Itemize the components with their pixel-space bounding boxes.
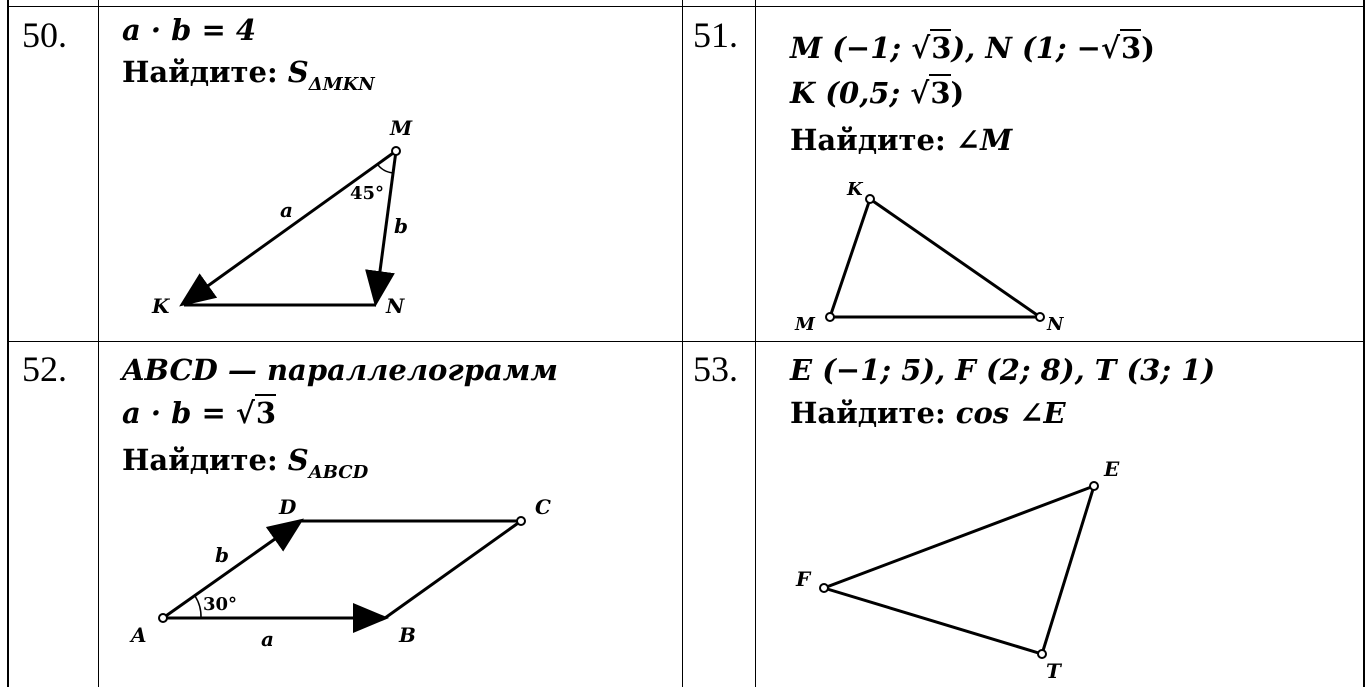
table-border-left <box>7 0 9 687</box>
find-label: Найдите: <box>122 55 278 89</box>
point-m <box>391 146 401 156</box>
parallelogram-abcd-figure: A B C D a b 30° <box>129 495 551 651</box>
find-value: ∠M <box>955 123 1013 157</box>
point-k <box>865 194 875 204</box>
point-c <box>516 516 526 526</box>
label-f: F <box>795 567 812 591</box>
find-value: S <box>287 443 309 477</box>
label-e: E <box>1103 457 1120 481</box>
problem-find: Найдите: cos ∠E <box>790 393 1066 433</box>
condition-text: ABCD — параллелограмм <box>122 353 558 387</box>
problem-find: Найдите: SΔMKN <box>122 52 375 105</box>
point-m-coords-pre: M (−1; <box>790 31 912 65</box>
find-value: S <box>287 55 309 89</box>
problem-condition: E (−1; 5), F (2; 8), T (3; 1) <box>790 350 1215 390</box>
label-m: M <box>794 314 816 335</box>
find-label: Найдите: <box>122 443 278 477</box>
triangle-mkn-figure: M K N a b 45° <box>151 116 413 318</box>
problem-number: 51. <box>693 15 738 55</box>
point-a <box>158 613 168 623</box>
sqrt-value: 3 <box>929 74 951 110</box>
point-k-coords-pre: K (0,5; <box>790 76 911 110</box>
table-divider-num-2 <box>755 0 756 687</box>
label-angle: 45° <box>350 183 384 204</box>
coords-close: ) <box>1141 31 1155 65</box>
point-n <box>1035 312 1045 322</box>
vector-b-line <box>365 150 398 307</box>
triangle-eft-figure: E F T <box>795 457 1120 683</box>
problem-condition: ABCD — параллелограмм <box>122 350 558 390</box>
problem-find: Найдите: ∠M <box>790 120 1012 160</box>
vector-b-line <box>162 518 304 620</box>
problem-condition-2: a · b = √3 <box>122 394 277 430</box>
point-e <box>1089 481 1099 491</box>
label-m: M <box>389 116 413 140</box>
condition-text: E (−1; 5), F (2; 8), T (3; 1) <box>790 353 1216 387</box>
find-value: cos ∠E <box>955 396 1066 430</box>
label-a-vector: a <box>261 627 274 651</box>
label-n: N <box>385 294 405 318</box>
find-subscript: ΔMKN <box>308 74 375 95</box>
label-d-vertex: D <box>278 495 297 519</box>
sqrt-value: 3 <box>1120 29 1142 65</box>
table-border-top <box>7 6 1365 7</box>
problem-number: 50. <box>22 15 67 55</box>
coords-close: ) <box>950 76 965 110</box>
label-a: a <box>280 198 293 222</box>
table-divider-num-1 <box>98 0 99 687</box>
label-a-vertex: A <box>129 623 147 647</box>
angle-arc <box>377 164 394 174</box>
find-label: Найдите: <box>790 123 946 157</box>
condition-text-2: a · b = <box>122 396 236 430</box>
triangle-kmn <box>827 196 1045 319</box>
point-m <box>825 312 835 322</box>
table-divider-row <box>7 341 1365 342</box>
triangle-eft <box>819 483 1097 656</box>
point-f <box>819 583 829 593</box>
table-divider-mid <box>682 0 683 687</box>
label-n: N <box>1046 314 1065 335</box>
label-b-vector: b <box>215 543 229 567</box>
problem-condition: M (−1; √3), N (1; −√3) <box>790 29 1155 65</box>
angle-arc <box>194 595 202 619</box>
label-k: K <box>846 179 864 200</box>
find-label: Найдите: <box>790 396 946 430</box>
triangle-kmn-figure: K M N <box>794 179 1065 335</box>
label-k: K <box>151 294 171 318</box>
condition-text: a · b = 4 <box>122 13 257 47</box>
sqrt-value: 3 <box>930 29 952 65</box>
label-c-vertex: C <box>535 495 551 519</box>
point-t <box>1037 649 1047 659</box>
problem-find: Найдите: SABCD <box>122 440 368 493</box>
label-t: T <box>1046 659 1063 683</box>
segment-cb <box>384 519 522 620</box>
label-angle: 30° <box>203 594 237 615</box>
table-border-right <box>1363 0 1365 687</box>
problem-number: 52. <box>22 349 67 389</box>
sqrt-value: 3 <box>254 394 277 430</box>
problem-number: 53. <box>693 349 738 389</box>
problem-condition-2: K (0,5; √3) <box>790 74 965 110</box>
label-b-vertex: B <box>398 623 416 647</box>
point-n-coords-mid: ), N (1; − <box>951 31 1101 65</box>
problem-condition: a · b = 4 <box>122 10 256 50</box>
label-b: b <box>394 214 408 238</box>
vector-a-line <box>179 149 397 307</box>
find-subscript: ABCD <box>308 462 369 483</box>
